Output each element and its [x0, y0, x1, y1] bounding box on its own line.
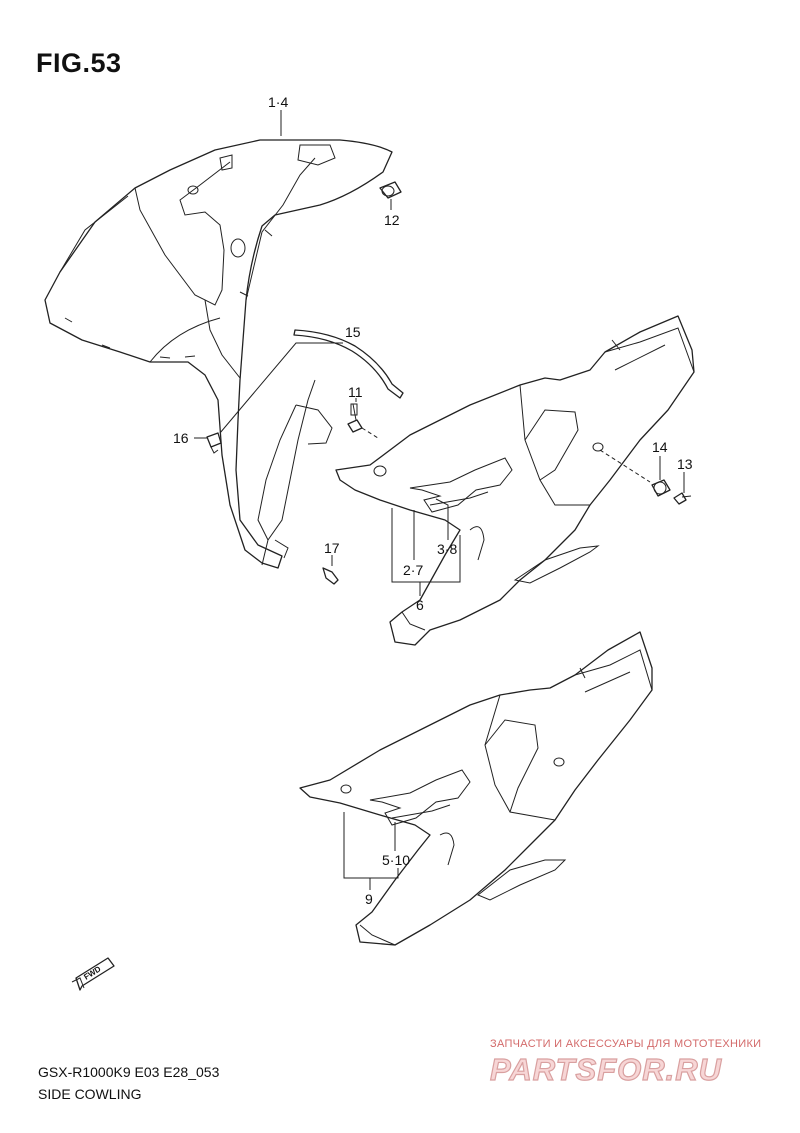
- bolt-11: [347, 403, 363, 433]
- callout-3-8: 3·8: [437, 541, 457, 557]
- model-code: GSX-R1000K9 E03 E28_053: [38, 1064, 220, 1080]
- fwd-arrow-icon: FWD: [71, 957, 115, 991]
- callout-14: 14: [652, 439, 668, 455]
- grommet-14: [651, 479, 671, 497]
- callout-5-10: 5·10: [382, 852, 410, 868]
- watermark-logo: PARTSFOR.RU: [489, 1051, 723, 1087]
- callout-15: 15: [345, 324, 361, 340]
- clip-16: [206, 432, 222, 454]
- figure-title: FIG.53: [36, 48, 122, 78]
- callout-6: 6: [416, 597, 424, 613]
- callout-16: 16: [173, 430, 189, 446]
- screw-17: [322, 567, 339, 585]
- grommet-12: [379, 181, 402, 199]
- callout-2-7: 2·7: [403, 562, 423, 578]
- side-cowling-lower: [299, 631, 653, 946]
- callout-1-4: 1·4: [268, 94, 288, 110]
- callout-13: 13: [677, 456, 693, 472]
- callout-11: 11: [348, 384, 363, 400]
- callout-12: 12: [384, 212, 400, 228]
- side-cowling-upper: [335, 315, 695, 646]
- bolt-13: [673, 492, 692, 505]
- diagram-caption: SIDE COWLING: [38, 1086, 142, 1102]
- callout-17: 17: [324, 540, 340, 556]
- watermark-tagline: ЗАПЧАСТИ И АКСЕССУАРЫ ДЛЯ МОТОТЕХНИКИ: [490, 1038, 762, 1050]
- leader-lines: [194, 110, 685, 890]
- callout-9: 9: [365, 891, 373, 907]
- callout-labels: 1·4 12 15 11 16 17 14 13 3·8 2·7 6 5·10 …: [173, 94, 693, 907]
- inner-cowling-panel: [44, 139, 393, 569]
